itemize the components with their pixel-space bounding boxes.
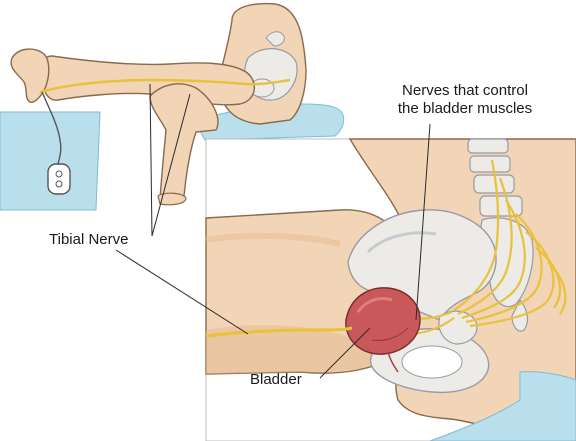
stimulator-device (48, 164, 70, 194)
bladder-nerves-label-line2: the bladder muscles (360, 100, 570, 118)
bladder-label: Bladder (250, 371, 302, 389)
bed-side-left (0, 112, 100, 210)
tibial-nerve-label: Tibial Nerve (49, 231, 128, 249)
zoom-inset (206, 139, 576, 441)
bladder-nerves-label-line1: Nerves that control (360, 82, 570, 100)
bladder-nerves-label: Nerves that control the bladder muscles (360, 82, 570, 118)
